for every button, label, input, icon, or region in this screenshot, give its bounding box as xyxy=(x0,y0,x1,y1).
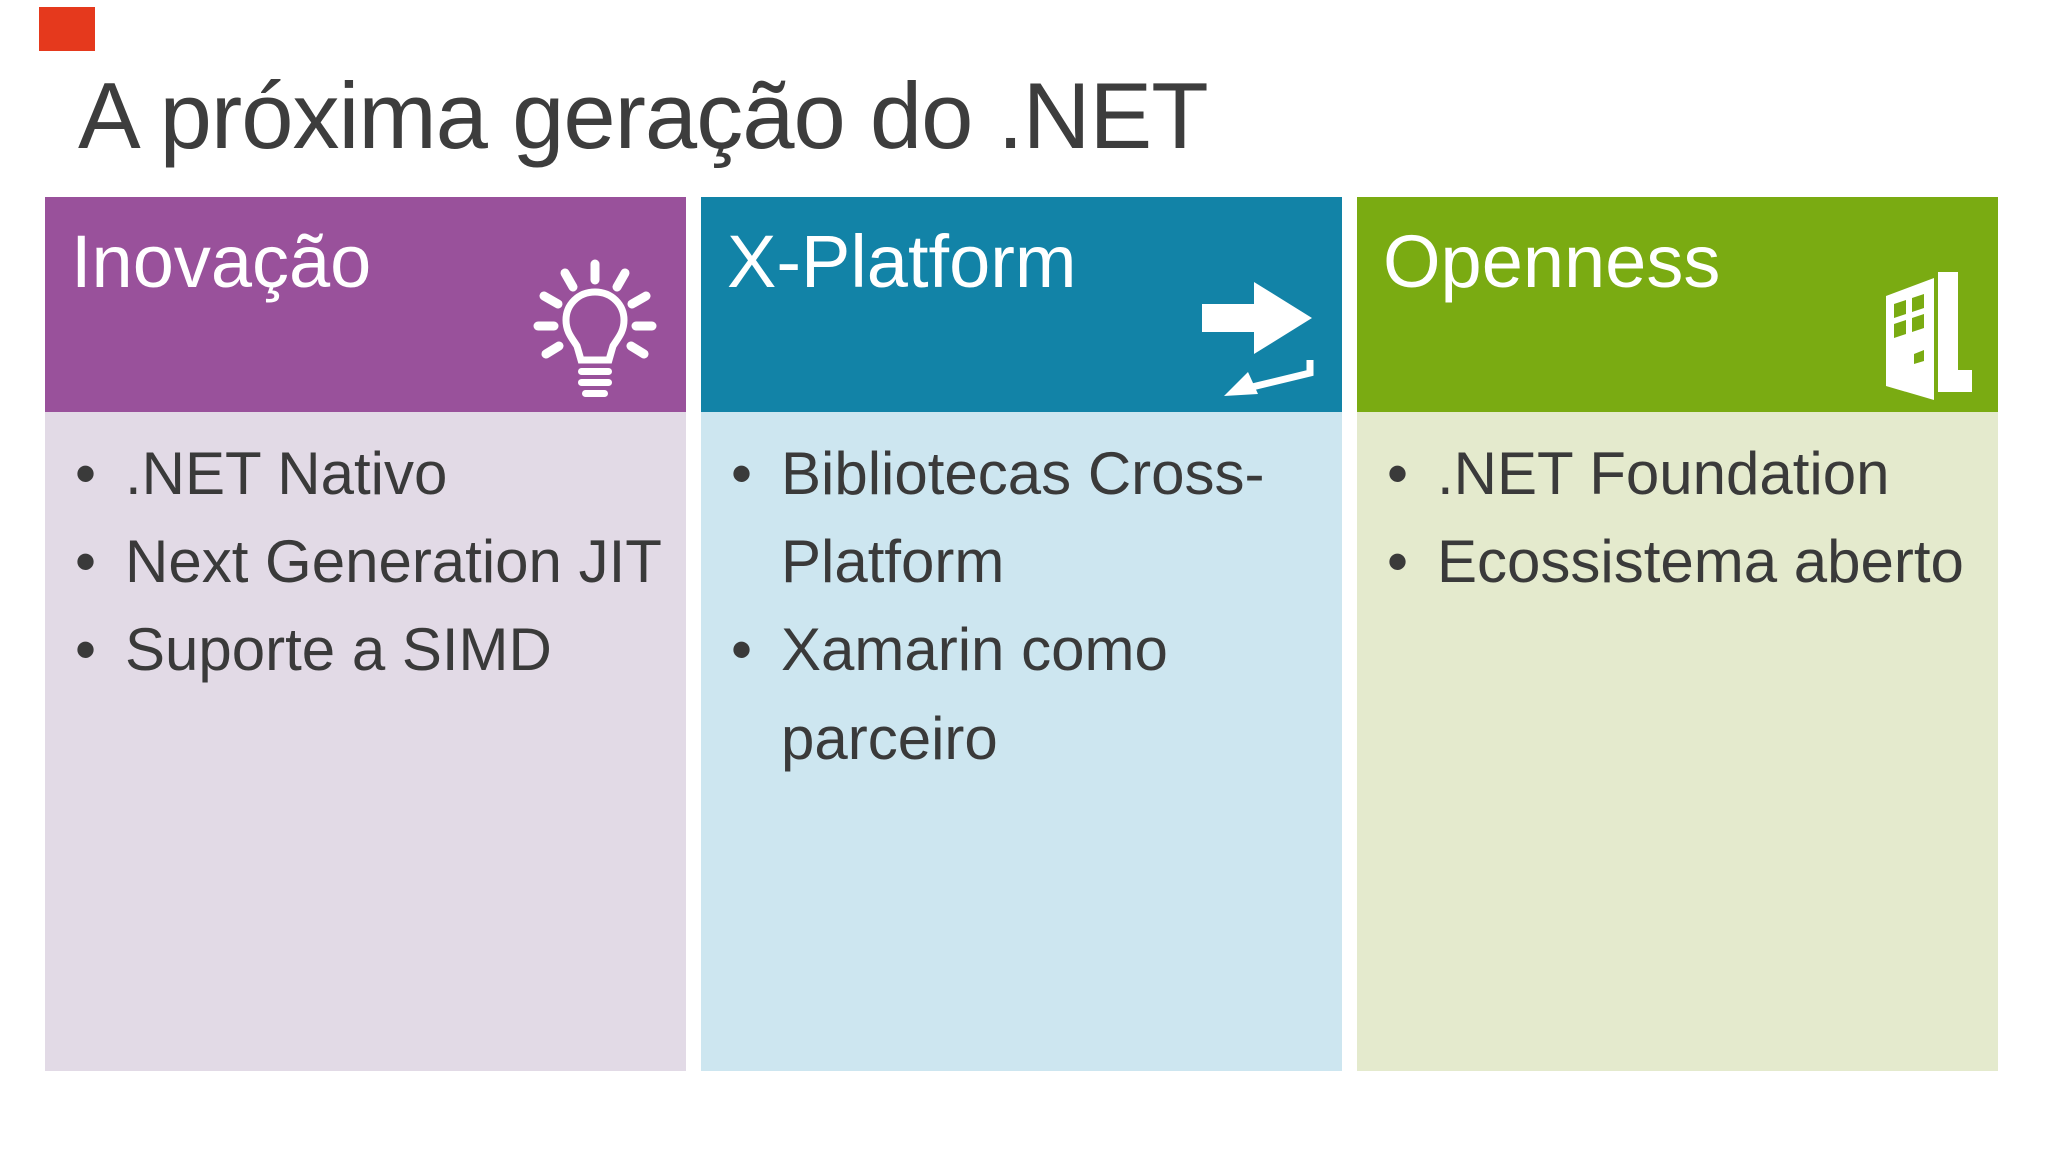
list-item: • Bibliotecas Cross-Platform xyxy=(731,430,1334,606)
column-xplatform: X-Platform • Bibliotecas Cross-Platform … xyxy=(701,197,1342,1071)
cross-platform-arrows-icon xyxy=(1196,270,1318,404)
bullet-icon: • xyxy=(1387,440,1409,507)
list-item-text: Ecossistema aberto xyxy=(1437,528,1964,596)
column-inovacao: Inovação xyxy=(45,197,686,1071)
slide-title: A próxima geração do .NET xyxy=(78,63,1209,168)
column-inovacao-header-label: Inovação xyxy=(71,220,372,303)
corner-accent-block xyxy=(39,7,95,51)
list-item-text: Bibliotecas Cross-Platform xyxy=(781,440,1265,596)
list-item-text: .NET Foundation xyxy=(1437,440,1890,507)
open-door-icon xyxy=(1874,266,1974,406)
bullet-list: • .NET Nativo • Next Generation JIT • Su… xyxy=(45,412,686,695)
list-item: • Suporte a SIMD xyxy=(75,606,678,694)
list-item: • .NET Nativo xyxy=(75,430,678,518)
list-item: • Next Generation JIT xyxy=(75,518,678,606)
column-openness-header: Openness xyxy=(1357,197,1998,412)
column-inovacao-body: • .NET Nativo • Next Generation JIT • Su… xyxy=(45,412,686,1071)
column-inovacao-header: Inovação xyxy=(45,197,686,412)
list-item-text: .NET Nativo xyxy=(125,440,448,507)
list-item-text: Next Generation JIT xyxy=(125,528,662,596)
column-openness-body: • .NET Foundation • Ecossistema aberto xyxy=(1357,412,1998,1071)
bullet-icon: • xyxy=(731,440,753,507)
bullet-icon: • xyxy=(75,616,97,684)
bullet-list: • Bibliotecas Cross-Platform • Xamarin c… xyxy=(701,412,1342,783)
bullet-list: • .NET Foundation • Ecossistema aberto xyxy=(1357,412,1998,606)
list-item-text: Xamarin como parceiro xyxy=(781,616,1168,772)
column-xplatform-header: X-Platform xyxy=(701,197,1342,412)
column-openness: Openness • .NET Foundation xyxy=(1357,197,1998,1071)
bullet-icon: • xyxy=(75,440,97,507)
column-xplatform-body: • Bibliotecas Cross-Platform • Xamarin c… xyxy=(701,412,1342,1071)
list-item: • Xamarin como parceiro xyxy=(731,606,1334,782)
list-item: • Ecossistema aberto xyxy=(1387,518,1990,606)
bullet-icon: • xyxy=(75,528,97,596)
list-item: • .NET Foundation xyxy=(1387,430,1990,518)
list-item-text: Suporte a SIMD xyxy=(125,616,552,684)
bullet-icon: • xyxy=(1387,528,1409,596)
lightbulb-icon xyxy=(532,258,658,408)
column-openness-header-label: Openness xyxy=(1383,220,1721,303)
bullet-icon: • xyxy=(731,616,753,684)
column-xplatform-header-label: X-Platform xyxy=(727,220,1077,303)
